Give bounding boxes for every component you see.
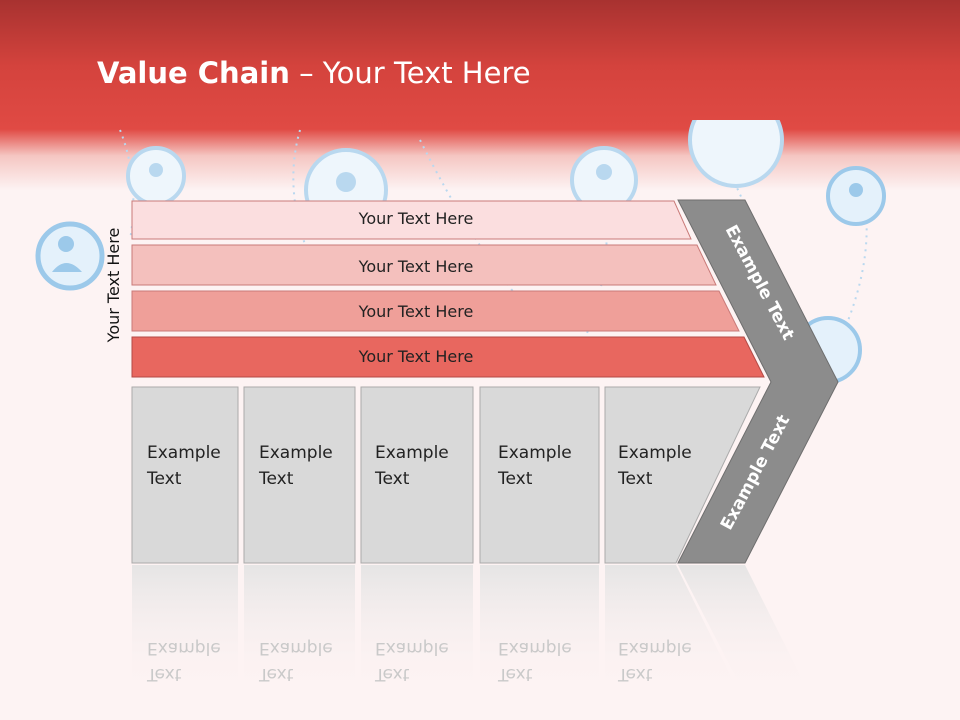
person-icon	[826, 166, 886, 226]
box-1-line2: Text	[147, 469, 182, 489]
box-5-line2: Text	[618, 469, 653, 489]
bar-4-label: Your Text Here	[358, 347, 474, 366]
title-bold: Value Chain	[97, 56, 290, 90]
box-4-line1: Example	[498, 443, 572, 463]
reflection-1-line1: Example	[147, 638, 221, 658]
box-2	[243, 386, 356, 564]
box-5-line1: Example	[618, 443, 692, 463]
reflection-4-line2: Text	[498, 664, 533, 684]
person-icon	[35, 221, 105, 291]
bar-4	[131, 336, 765, 378]
title-rest: – Your Text Here	[289, 56, 531, 90]
box-5	[604, 386, 761, 564]
box-4	[479, 386, 600, 564]
box-3	[360, 386, 474, 564]
reflection-3-line1: Example	[375, 638, 449, 658]
reflection-5-line1: Example	[618, 638, 692, 658]
bar-3	[131, 290, 740, 332]
person-icon	[688, 120, 784, 188]
bar-1	[131, 200, 692, 240]
bar-3-label: Your Text Here	[358, 302, 474, 321]
box-4-line2: Text	[498, 469, 533, 489]
box-3-line1: Example	[375, 443, 449, 463]
person-icon	[570, 146, 638, 214]
bar-1-label: Your Text Here	[358, 209, 474, 228]
box-1-line1: Example	[147, 443, 221, 463]
box-3-line2: Text	[375, 469, 410, 489]
reflection-text-4: Text Example	[498, 635, 572, 687]
box-2-line1: Example	[259, 443, 333, 463]
box-2-line2: Text	[259, 469, 294, 489]
background-decoration	[35, 120, 886, 384]
bar-2	[131, 244, 717, 286]
reflection-5-line2: Text	[618, 664, 653, 684]
reflection: Text Example Text Example Text Example Text…	[0, 565, 960, 720]
reflection-text-1: Text Example	[147, 635, 221, 687]
reflection-3-line2: Text	[375, 664, 410, 684]
reflection-text-2: Text Example	[259, 635, 333, 687]
reflection-shapes	[132, 565, 810, 695]
box-1	[131, 386, 239, 564]
reflection-text-3: Text Example	[375, 635, 449, 687]
reflection-2-line2: Text	[259, 664, 294, 684]
slide-title: Value Chain – Your Text Here	[97, 56, 531, 90]
reflection-text-5: Text Example	[618, 635, 692, 687]
bar-2-label: Your Text Here	[358, 257, 474, 276]
chevron-arrow	[677, 199, 839, 564]
reflection-1-line2: Text	[147, 664, 182, 684]
reflection-4-line1: Example	[498, 638, 572, 658]
reflection-2-line1: Example	[259, 638, 333, 658]
